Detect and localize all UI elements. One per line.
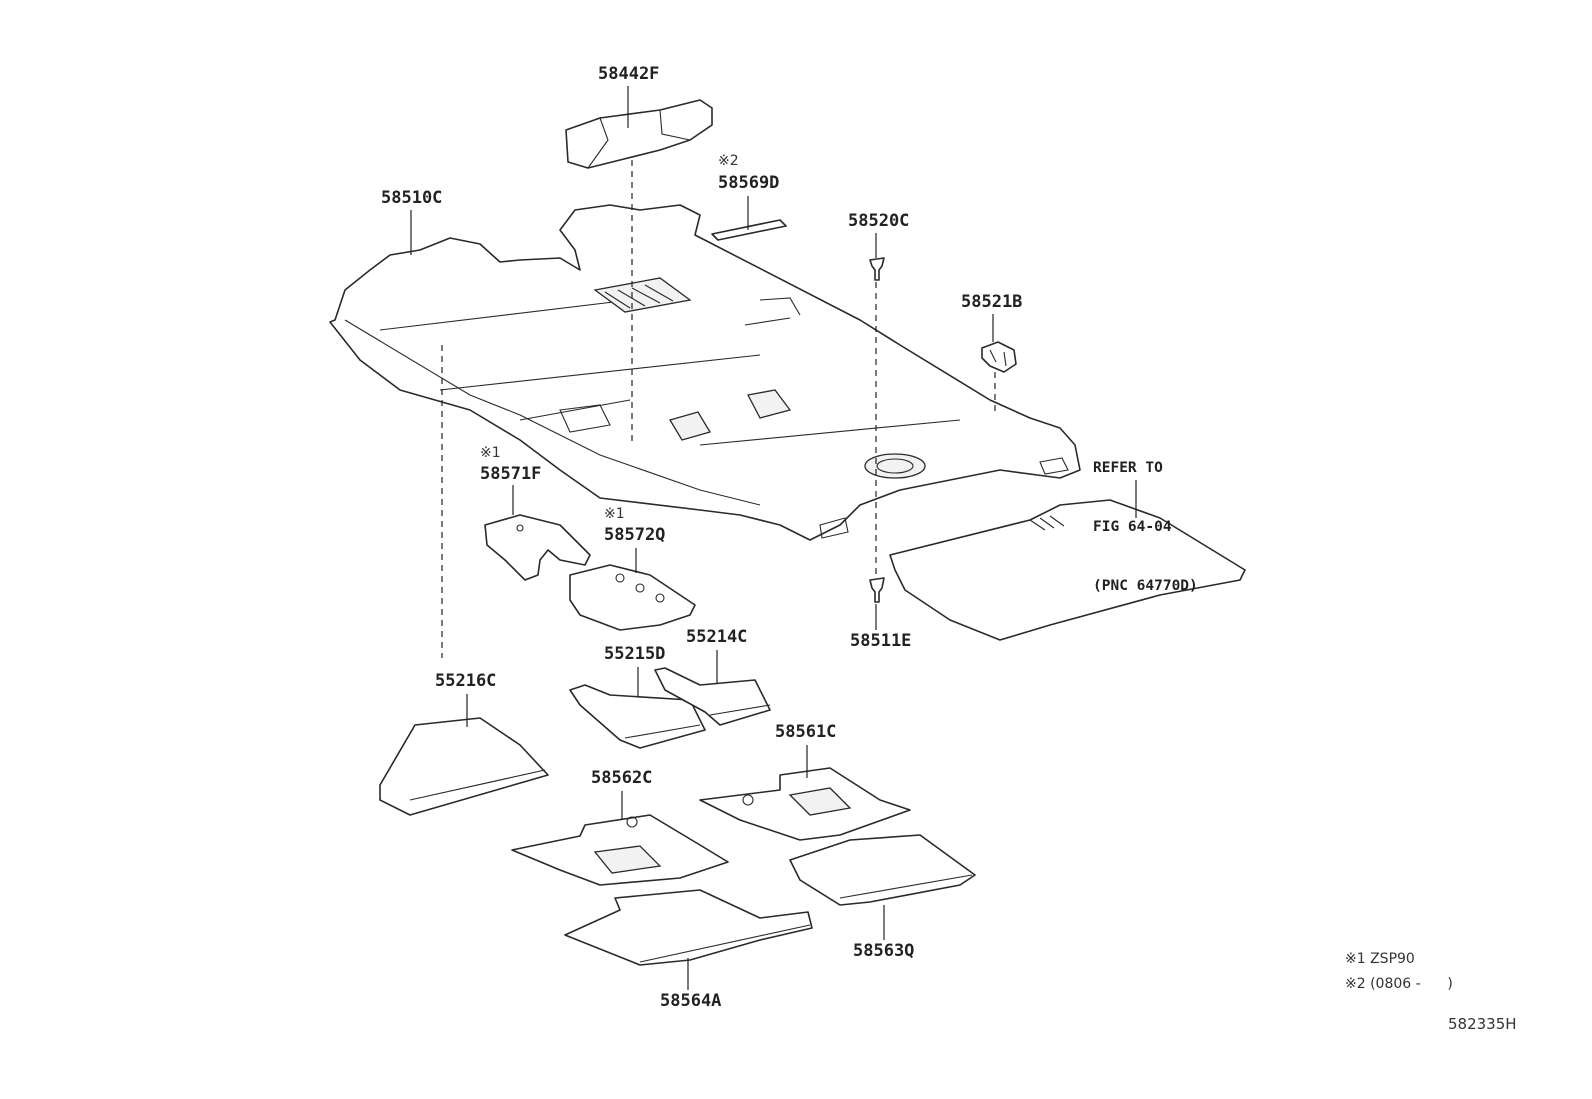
refer-note-line-2: FIG 64-04 <box>1093 518 1172 535</box>
part-label-58442F: 58442F <box>598 64 660 84</box>
dashed-leader-lines <box>441 160 996 658</box>
refer-note-line-3: (PNC 64770D) <box>1093 577 1198 594</box>
main-floor-carpet-part <box>329 204 1081 541</box>
refer-note: REFER TO FIG 64-04 (PNC 64770D) <box>1093 420 1198 616</box>
solid-leader-lines <box>410 86 1137 990</box>
clip-bottom-part <box>869 577 885 603</box>
part-label-55215D: 55215D <box>604 644 666 664</box>
note-mark-1-a: ※1 <box>480 445 501 461</box>
note-mark-1-b: ※1 <box>604 506 625 522</box>
part-label-58572Q: 58572Q <box>604 525 666 545</box>
floor-mat-58561C-part <box>699 767 911 841</box>
floor-mat-58563Q-part <box>789 834 976 906</box>
silencer-55215D-part <box>569 684 706 749</box>
insulator-58571F-part <box>484 514 591 581</box>
part-label-58571F: 58571F <box>480 464 542 484</box>
floor-mat-58564A-part <box>564 889 813 966</box>
silencer-55216C-part <box>379 717 549 816</box>
figure-code: 582335H <box>1448 1015 1517 1033</box>
part-label-58510C: 58510C <box>381 188 443 208</box>
part-label-58520C: 58520C <box>848 211 910 231</box>
part-label-55214C: 55214C <box>686 627 748 647</box>
part-label-58521B: 58521B <box>961 292 1023 312</box>
floor-mat-58562C-part <box>511 814 729 886</box>
insulator-58572Q-part <box>569 564 696 631</box>
trim-strip-part <box>711 219 787 241</box>
console-cover-part <box>565 99 713 169</box>
legend-item-2: ※2 (0806 - ) <box>1345 976 1453 992</box>
clip-top-part <box>869 257 885 281</box>
part-label-58564A: 58564A <box>660 991 722 1011</box>
bracket-part <box>981 341 1017 373</box>
part-label-58563Q: 58563Q <box>853 941 915 961</box>
part-label-58562C: 58562C <box>591 768 653 788</box>
part-label-58561C: 58561C <box>775 722 837 742</box>
rear-mat-part <box>889 499 1246 641</box>
refer-note-line-1: REFER TO <box>1093 460 1163 477</box>
note-mark-2: ※2 <box>718 153 739 169</box>
part-label-55216C: 55216C <box>435 671 497 691</box>
legend-item-1: ※1 ZSP90 <box>1345 951 1415 967</box>
silencer-55214C-part <box>654 667 771 726</box>
part-label-58511E: 58511E <box>850 631 912 651</box>
part-label-58569D: 58569D <box>718 173 780 193</box>
